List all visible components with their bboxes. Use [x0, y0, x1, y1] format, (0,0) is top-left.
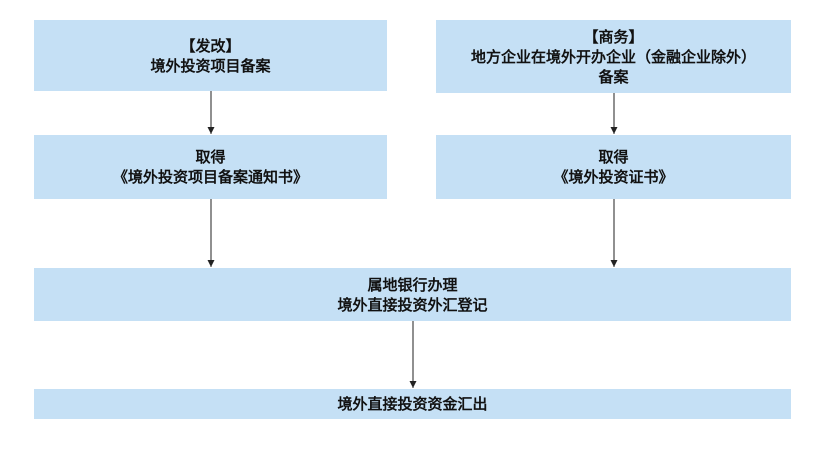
node-shangwu-text-2: 备案	[598, 67, 629, 86]
node-obtain-right-doc: 《境外投资证书》	[553, 168, 674, 186]
node-fagai-filing: 【发改】 境外投资项目备案	[34, 20, 387, 91]
node-fund-outflow: 境外直接投资资金汇出	[34, 389, 791, 419]
node-obtain-right-verb: 取得	[598, 148, 629, 166]
node-obtain-left-doc: 《境外投资项目备案通知书》	[112, 168, 308, 186]
node-bank-fx-registration: 属地银行办理 境外直接投资外汇登记	[34, 268, 791, 321]
node-shangwu-text: 地方企业在境外开办企业（金融企业除外）	[470, 47, 756, 66]
node-fagai-tag: 【发改】	[180, 36, 241, 55]
node-obtain-left-verb: 取得	[195, 148, 226, 166]
node-fagai-text: 境外投资项目备案	[150, 56, 271, 75]
node-bank-line-1: 属地银行办理	[367, 275, 458, 294]
node-obtain-filing-notice: 取得 《境外投资项目备案通知书》	[34, 135, 387, 199]
node-bank-line-2: 境外直接投资外汇登记	[337, 295, 488, 314]
node-shangwu-filing: 【商务】 地方企业在境外开办企业（金融企业除外） 备案	[436, 20, 791, 93]
node-obtain-investment-certificate: 取得 《境外投资证书》	[436, 135, 791, 199]
node-outflow-text: 境外直接投资资金汇出	[337, 395, 488, 413]
node-shangwu-tag: 【商务】	[583, 27, 644, 46]
